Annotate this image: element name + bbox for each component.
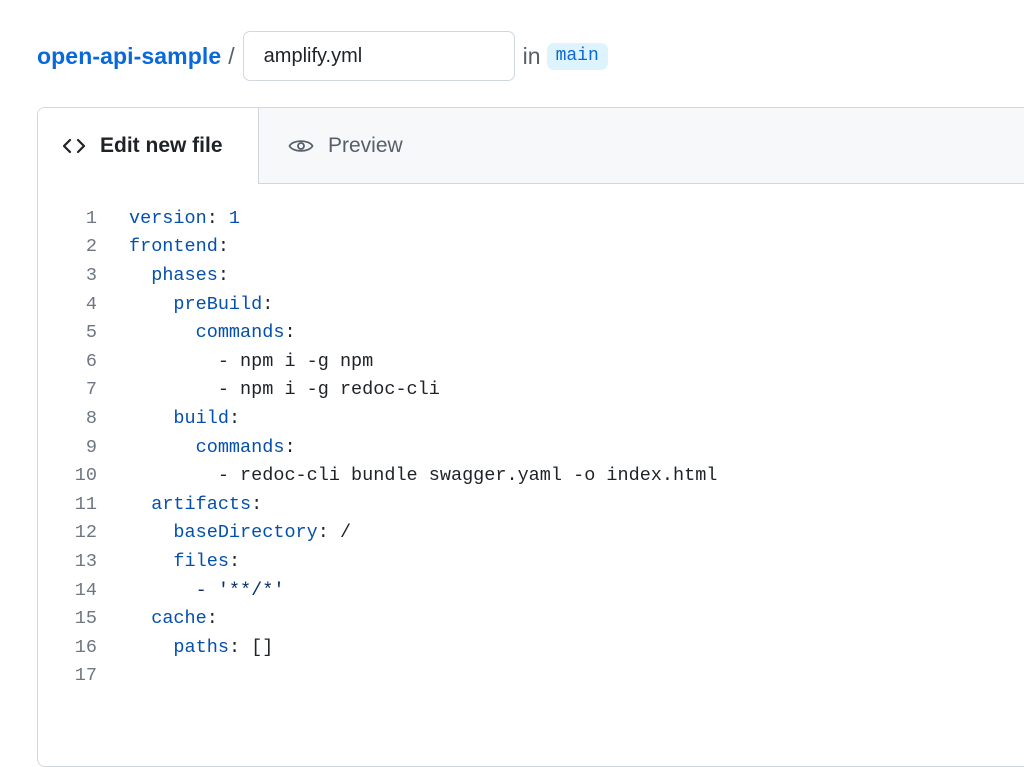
- code-line[interactable]: 3 phases:: [38, 261, 1024, 290]
- line-number: 16: [74, 636, 97, 658]
- yaml-key: cache: [151, 608, 207, 630]
- code-icon: [62, 137, 86, 155]
- yaml-colon: :: [228, 550, 241, 572]
- yaml-colon: :: [262, 293, 274, 315]
- code-line[interactable]: 16 paths: []: [38, 633, 1024, 662]
- code-line[interactable]: 4 preBuild:: [38, 290, 1024, 319]
- line-number: 7: [85, 379, 97, 401]
- line-number: 5: [85, 322, 97, 344]
- repo-link[interactable]: open-api-sample: [37, 42, 222, 69]
- code-text: commands:: [129, 322, 296, 343]
- yaml-colon: :: [228, 407, 241, 429]
- code-text: baseDirectory: /: [129, 522, 351, 543]
- line-number: 17: [74, 665, 97, 687]
- line-number: 10: [74, 465, 97, 487]
- yaml-colon: :: [284, 322, 296, 344]
- filename-input[interactable]: [242, 31, 515, 81]
- code-line[interactable]: 10 - redoc-cli bundle swagger.yaml -o in…: [38, 461, 1024, 490]
- yaml-key: commands: [195, 436, 285, 458]
- yaml-key: commands: [195, 322, 285, 344]
- code-text: - npm i -g redoc-cli: [129, 379, 440, 400]
- file-path-header: open-api-sample / in main: [37, 31, 608, 81]
- line-number: 14: [74, 579, 97, 601]
- line-number: 6: [85, 350, 97, 372]
- code-text: commands:: [129, 437, 296, 458]
- code-text: artifacts:: [129, 494, 262, 515]
- line-number: 1: [85, 207, 97, 229]
- line-number: 2: [85, 236, 97, 258]
- line-number: 4: [85, 293, 97, 315]
- code-text: version: 1: [129, 208, 240, 229]
- branch-badge: main: [546, 42, 608, 70]
- in-label: in: [522, 42, 541, 69]
- editor-tabbar: Edit new file Preview: [38, 108, 1024, 184]
- code-text: - redoc-cli bundle swagger.yaml -o index…: [129, 465, 718, 487]
- code-text: - '**/*': [129, 579, 285, 601]
- yaml-key: baseDirectory: [173, 522, 318, 544]
- yaml-colon: :: [284, 436, 296, 458]
- yaml-value: - npm i -g npm: [217, 350, 374, 372]
- code-line[interactable]: 12 baseDirectory: /: [38, 519, 1024, 548]
- yaml-key: files: [173, 550, 229, 572]
- code-line[interactable]: 7 - npm i -g redoc-cli: [38, 376, 1024, 405]
- yaml-key: frontend: [129, 236, 218, 258]
- path-separator: /: [228, 42, 235, 69]
- yaml-colon: :: [206, 608, 218, 630]
- code-line[interactable]: 9 commands:: [38, 433, 1024, 462]
- code-line[interactable]: 8 build:: [38, 404, 1024, 433]
- eye-icon: [288, 137, 314, 155]
- line-number: 13: [74, 550, 97, 572]
- yaml-key: phases: [151, 264, 218, 286]
- yaml-key: preBuild: [173, 293, 263, 315]
- tab-preview-label: Preview: [328, 133, 403, 157]
- code-text: frontend:: [129, 236, 229, 257]
- code-text: paths: []: [129, 637, 273, 658]
- code-line[interactable]: 6 - npm i -g npm: [38, 347, 1024, 376]
- code-line[interactable]: 13 files:: [38, 547, 1024, 576]
- yaml-key: artifacts: [151, 493, 252, 515]
- yaml-colon: :: [317, 522, 329, 544]
- code-text: - npm i -g npm: [129, 351, 373, 372]
- code-text: files:: [129, 551, 240, 572]
- yaml-value: 1: [217, 207, 241, 229]
- yaml-value: - '**/*': [195, 579, 285, 601]
- line-number: 3: [85, 264, 97, 286]
- code-text: phases:: [129, 265, 229, 286]
- line-number: 12: [74, 522, 97, 544]
- line-number: 15: [74, 608, 97, 630]
- code-line[interactable]: 15 cache:: [38, 604, 1024, 633]
- line-number: 9: [85, 436, 97, 458]
- code-line[interactable]: 14 - '**/*': [38, 576, 1024, 605]
- line-number: 11: [74, 493, 97, 515]
- yaml-key: paths: [173, 636, 229, 658]
- code-line[interactable]: 17: [38, 662, 1024, 691]
- tab-edit-new-file[interactable]: Edit new file: [38, 108, 259, 184]
- code-line[interactable]: 2 frontend:: [38, 233, 1024, 262]
- code-line[interactable]: 11 artifacts:: [38, 490, 1024, 519]
- yaml-colon: :: [228, 636, 241, 658]
- line-number: 8: [85, 407, 97, 429]
- code-text: cache:: [129, 608, 218, 629]
- yaml-value: - redoc-cli bundle swagger.yaml -o index…: [217, 465, 718, 487]
- yaml-colon: :: [217, 236, 229, 258]
- yaml-colon: :: [206, 207, 218, 229]
- yaml-value: - npm i -g redoc-cli: [217, 379, 440, 401]
- yaml-value: []: [240, 636, 274, 658]
- code-text: build:: [129, 408, 240, 429]
- yaml-colon: :: [217, 264, 229, 286]
- code-line[interactable]: 5 commands:: [38, 318, 1024, 347]
- yaml-key: build: [173, 407, 229, 429]
- tab-edit-label: Edit new file: [100, 134, 223, 157]
- yaml-value: /: [328, 522, 352, 544]
- yaml-colon: :: [251, 493, 263, 515]
- code-text: preBuild:: [129, 294, 273, 315]
- tab-preview[interactable]: Preview: [288, 108, 403, 183]
- yaml-key: version: [129, 207, 207, 229]
